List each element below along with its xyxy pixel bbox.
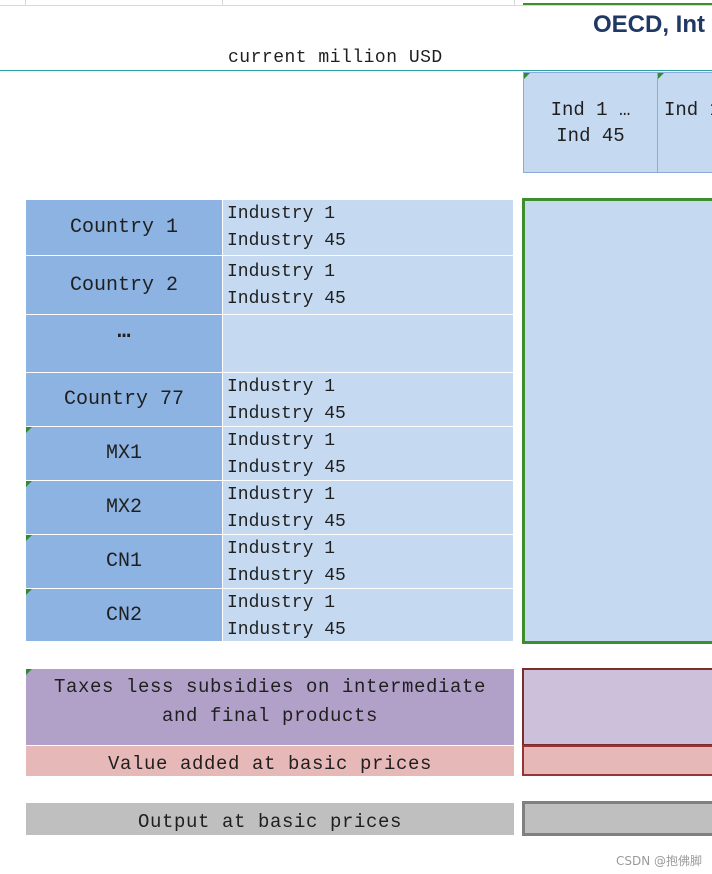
industry-cell[interactable]: Industry 1 Industry 45 — [223, 256, 513, 315]
row-label: MX2 — [105, 496, 142, 519]
comment-marker — [26, 669, 32, 675]
sheet-gridline — [25, 0, 26, 6]
taxes-values[interactable] — [522, 668, 712, 746]
column-header-country1[interactable]: Ind 1 … Ind 45 — [523, 72, 658, 173]
watermark-text: CSDN @抱佛脚 — [616, 854, 703, 868]
comment-marker — [26, 427, 32, 433]
output-values[interactable] — [522, 801, 712, 836]
taxes-line2: and final products — [161, 705, 379, 727]
sheet-gridline — [514, 0, 515, 6]
sheet-gridline — [222, 0, 223, 6]
header-divider — [0, 70, 712, 71]
industry-last: Industry 45 — [227, 289, 346, 309]
row-cn2[interactable]: CN2 — [26, 589, 223, 642]
industry-cell[interactable]: Industry 1 Industry 45 — [223, 589, 513, 642]
title-cell-border — [523, 3, 712, 5]
row-mx2[interactable]: MX2 — [26, 481, 223, 535]
industry-first: Industry 1 — [227, 262, 336, 282]
page-title: OECD, Int — [593, 11, 705, 38]
industry-last: Industry 45 — [227, 404, 346, 424]
industry-cell[interactable]: Industry 1 Industry 45 — [223, 200, 513, 256]
intermediate-matrix[interactable] — [522, 198, 712, 644]
value-added-row-label[interactable]: Value added at basic prices — [26, 746, 514, 776]
row-ellipsis[interactable]: … — [26, 315, 223, 373]
sheet-gridline — [0, 5, 712, 6]
industry-last: Industry 45 — [227, 512, 346, 532]
output-row-label[interactable]: Output at basic prices — [26, 803, 514, 835]
industry-cell[interactable]: Industry 1 Industry 45 — [223, 535, 513, 589]
industry-first: Industry 1 — [227, 539, 336, 559]
comment-marker — [26, 589, 32, 595]
taxes-line1: Taxes less subsidies on intermediate — [53, 676, 487, 698]
industry-last: Industry 45 — [227, 566, 346, 586]
row-label: CN2 — [105, 603, 142, 627]
units-label: current million USD — [228, 48, 443, 68]
row-label: CN1 — [105, 550, 142, 573]
industry-last: Industry 45 — [227, 458, 346, 478]
column-header-line1: Ind 1 … — [550, 99, 631, 121]
industry-first: Industry 1 — [227, 377, 336, 397]
industry-first: Industry 1 — [227, 485, 336, 505]
value-added-values[interactable] — [522, 745, 712, 776]
column-header-line2: Ind 45 — [556, 125, 625, 147]
comment-marker — [658, 73, 664, 79]
industry-last: Industry 45 — [227, 620, 346, 640]
row-cn1[interactable]: CN1 — [26, 535, 223, 589]
industry-cell[interactable]: Industry 1 Industry 45 — [223, 373, 513, 427]
comment-marker — [524, 73, 530, 79]
industry-cell[interactable]: Industry 1 Industry 45 — [223, 427, 513, 481]
comment-marker — [26, 535, 32, 541]
row-label: MX1 — [105, 442, 142, 465]
industry-first: Industry 1 — [227, 431, 336, 451]
industry-last: Industry 45 — [227, 231, 346, 251]
taxes-row-label[interactable]: Taxes less subsidies on intermediate and… — [26, 669, 514, 745]
column-header-country2[interactable]: Ind 1 — [657, 72, 712, 173]
industry-cell[interactable] — [223, 315, 513, 373]
comment-marker — [26, 481, 32, 487]
industry-first: Industry 1 — [227, 204, 336, 224]
row-country-2[interactable]: Country 2 — [26, 256, 223, 315]
industry-cell[interactable]: Industry 1 Industry 45 — [223, 481, 513, 535]
industry-first: Industry 1 — [227, 593, 336, 613]
row-country-1[interactable]: Country 1 — [26, 200, 223, 256]
row-country-77[interactable]: Country 77 — [26, 373, 223, 427]
column-header-line1: Ind 1 — [664, 99, 712, 121]
row-mx1[interactable]: MX1 — [26, 427, 223, 481]
